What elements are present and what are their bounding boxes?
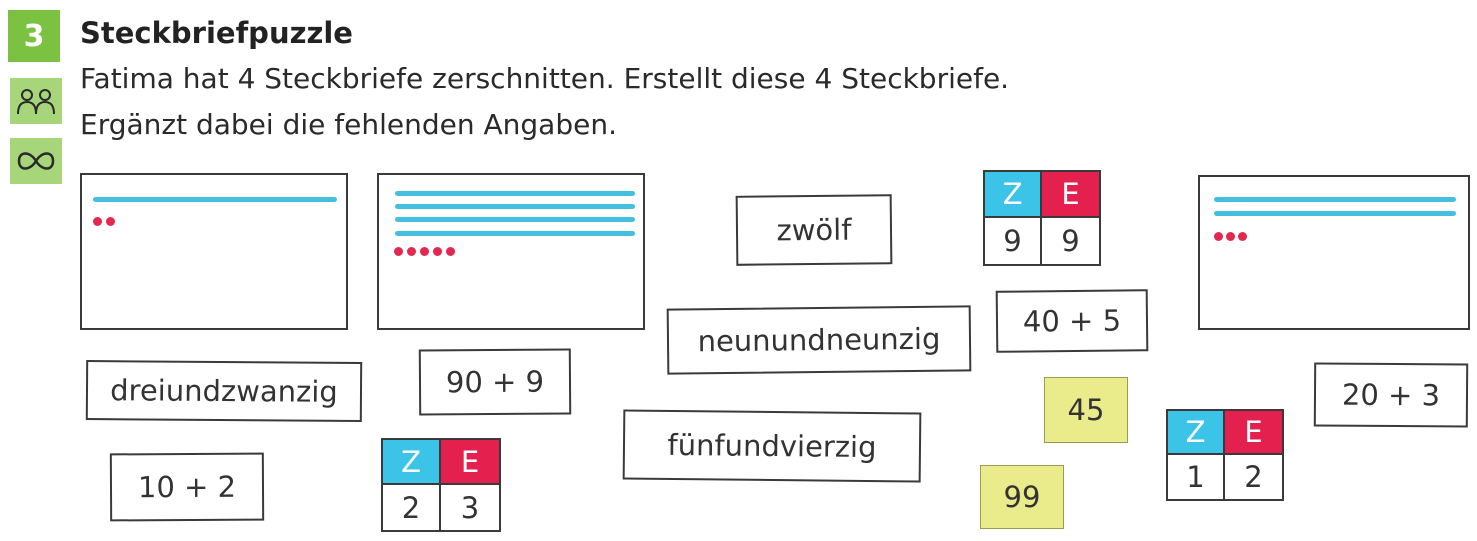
task-number-badge: 3 <box>8 10 60 62</box>
partner-work-icon <box>10 78 62 124</box>
profile-card-3 <box>1198 175 1470 330</box>
text-line <box>93 197 337 202</box>
instruction-line-2: Ergänzt dabei die fehlenden Angaben. <box>80 108 617 141</box>
ones-header: E <box>441 440 499 485</box>
sum-tile-10-2[interactable]: 10 + 2 <box>109 452 265 522</box>
task-number: 3 <box>23 18 45 54</box>
word-tile-dreiundzwanzig[interactable]: dreiundzwanzig <box>85 360 363 422</box>
profile-card-2 <box>377 173 645 330</box>
red-dot <box>446 247 455 256</box>
red-dot <box>1214 232 1223 241</box>
number-tile-45[interactable]: 45 <box>1044 377 1128 443</box>
word-tile-label: zwölf <box>776 212 852 248</box>
number-tile-label: 99 <box>1003 480 1041 514</box>
ones-digit: 2 <box>1244 460 1263 494</box>
ones-header: E <box>1225 411 1282 455</box>
tens-digit: 9 <box>985 218 1042 264</box>
sum-tile-label: 20 + 3 <box>1341 377 1441 413</box>
tens-header: Z <box>1168 411 1225 455</box>
sum-tile-40-5[interactable]: 40 + 5 <box>995 289 1149 353</box>
red-dot <box>407 247 416 256</box>
text-line <box>395 231 635 236</box>
sum-tile-20-3[interactable]: 20 + 3 <box>1313 362 1469 428</box>
ones-header: E <box>1042 172 1099 218</box>
red-dot <box>93 217 102 226</box>
word-tile-fuenfundvierzig[interactable]: fünfundvierzig <box>622 409 922 483</box>
instruction-line-1: Fatima hat 4 Steckbriefe zerschnitten. E… <box>80 62 1010 95</box>
red-dot <box>106 217 115 226</box>
ones-digit: 9 <box>1061 224 1080 258</box>
text-line <box>395 204 635 209</box>
place-value-table-99[interactable]: Z E 9 9 <box>983 170 1101 266</box>
red-dot <box>1226 232 1235 241</box>
red-dot <box>394 247 403 256</box>
red-dot <box>433 247 442 256</box>
infinity-loop-icon <box>10 138 62 184</box>
text-line <box>1214 197 1456 202</box>
text-line <box>1214 211 1456 216</box>
text-line <box>395 191 635 196</box>
word-tile-label: dreiundzwanzig <box>110 373 338 409</box>
ones-digit: 3 <box>460 490 480 525</box>
number-tile-99[interactable]: 99 <box>980 465 1064 529</box>
tens-header: Z <box>985 172 1042 218</box>
word-tile-label: fünfundvierzig <box>667 427 877 465</box>
word-tile-neunundneunzig[interactable]: neunundneunzig <box>666 305 972 375</box>
sum-tile-90-9[interactable]: 90 + 9 <box>418 348 572 416</box>
red-dot <box>420 247 429 256</box>
sum-tile-label: 90 + 9 <box>445 364 545 400</box>
sum-tile-label: 10 + 2 <box>137 469 237 505</box>
word-tile-label: neunundneunzig <box>697 321 941 359</box>
word-tile-zwoelf[interactable]: zwölf <box>735 194 893 266</box>
tens-header: Z <box>383 440 441 485</box>
task-title: Steckbriefpuzzle <box>80 16 353 50</box>
sum-tile-label: 40 + 5 <box>1022 303 1122 339</box>
number-tile-label: 45 <box>1067 393 1105 427</box>
text-line <box>395 217 635 222</box>
red-dot <box>1238 232 1247 241</box>
place-value-table-23[interactable]: Z E 2 3 <box>381 438 501 532</box>
profile-card-1 <box>80 173 348 330</box>
tens-digit: 1 <box>1168 455 1225 499</box>
place-value-table-12[interactable]: Z E 1 2 <box>1166 409 1284 501</box>
tens-digit: 2 <box>383 485 441 530</box>
